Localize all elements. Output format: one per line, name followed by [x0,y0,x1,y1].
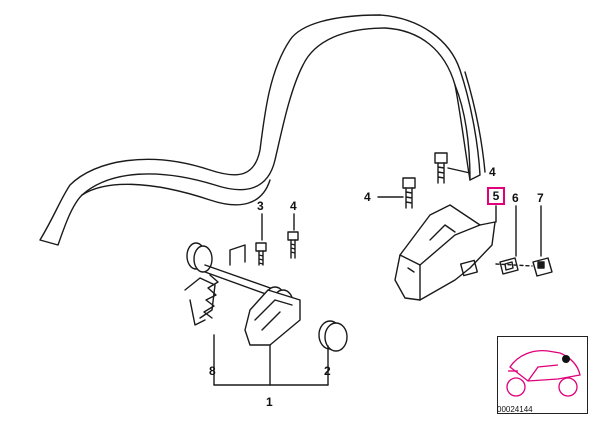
callout-4-left: 4 [290,199,297,213]
motorcycle-icon [506,349,581,397]
callout-8: 8 [209,364,216,378]
callout-7: 7 [537,191,544,205]
bolt-4-top [434,152,448,184]
bracket-5 [394,204,496,301]
callout-2: 2 [324,364,331,378]
callout-4-top: 4 [489,165,496,179]
grommet-6 [499,257,519,275]
callout-1: 1 [266,395,273,409]
motorcycle-thumbnail [497,336,588,414]
bolt-3 [255,242,267,266]
callout-4-mid: 4 [364,190,371,204]
bolt-4-mid [402,177,416,209]
seat-lock-mechanism [184,242,348,352]
spring [203,274,219,319]
callout-6: 6 [512,191,519,205]
callout-3: 3 [257,199,264,213]
bolt-4-left [287,231,299,259]
reference-code: 00024144 [497,405,533,414]
callout-5-highlighted[interactable]: 5 [487,187,505,205]
switch-7 [532,257,553,277]
